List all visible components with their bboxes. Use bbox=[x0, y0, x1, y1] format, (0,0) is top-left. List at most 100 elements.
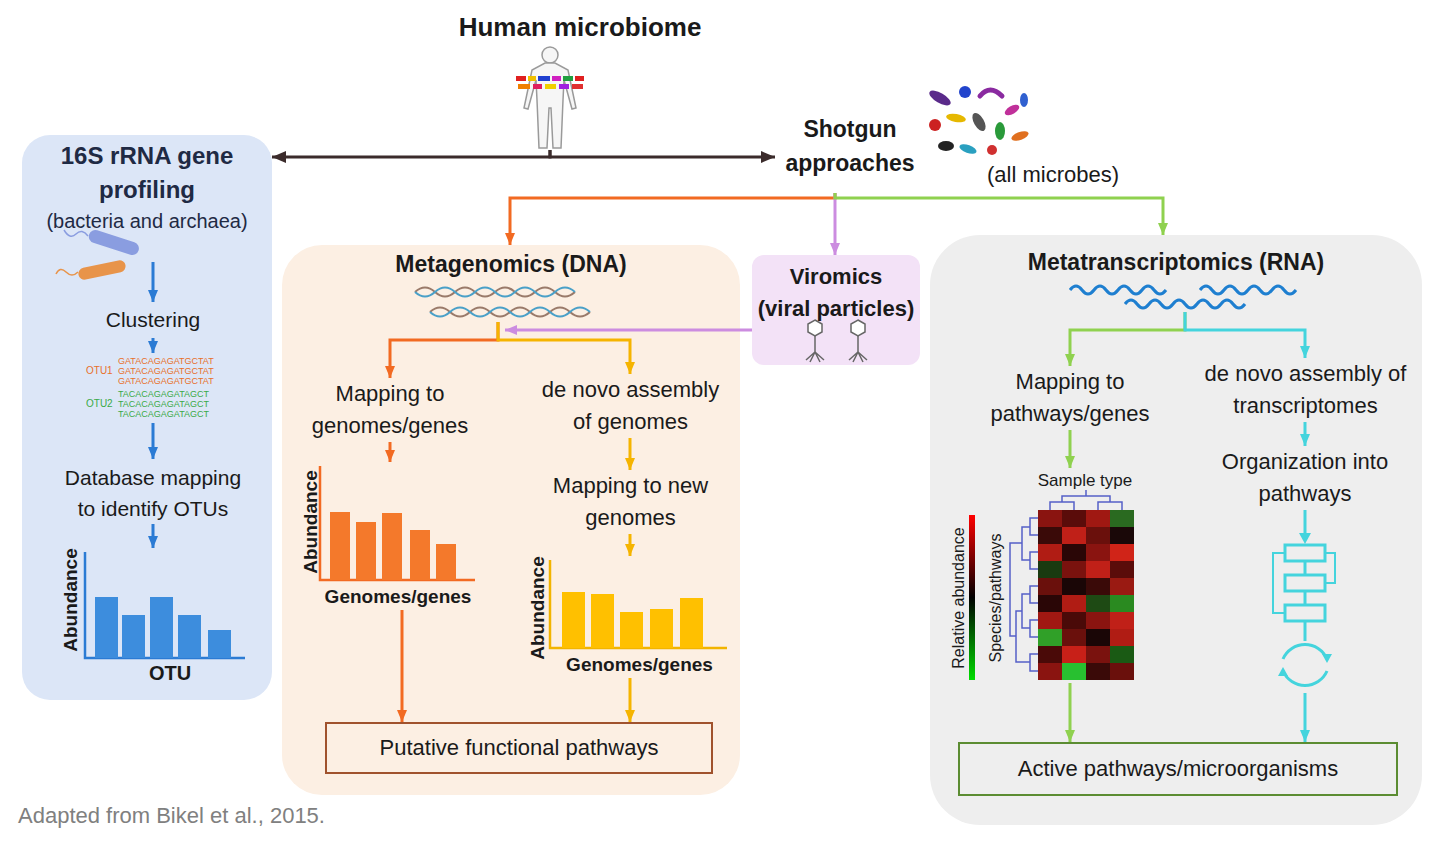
otu-label: OTU2 bbox=[86, 399, 113, 409]
dna-strand bbox=[430, 308, 590, 317]
microbe-band bbox=[538, 76, 550, 81]
node-text: Sample type bbox=[1020, 470, 1150, 492]
heat-cell bbox=[1062, 663, 1086, 680]
heat-cell bbox=[1110, 544, 1134, 561]
node-subtext: (viral particles) bbox=[752, 293, 920, 325]
flow-arrow bbox=[152, 338, 155, 353]
heat-cell bbox=[1062, 629, 1086, 646]
chart-bar bbox=[436, 544, 456, 580]
chart-bar bbox=[680, 598, 703, 648]
chart-bar bbox=[208, 630, 231, 658]
node-text: de novo assembly of transcriptomes bbox=[1198, 358, 1413, 422]
flow-connector bbox=[389, 442, 392, 462]
method-heading: Shotgun approaches(all microbes) bbox=[775, 110, 1160, 193]
title-node: Human microbiome bbox=[440, 8, 720, 150]
microbe bbox=[1003, 103, 1021, 118]
node-subtext: Genomes/genes bbox=[318, 584, 478, 609]
heat-cell bbox=[1062, 561, 1086, 578]
heat-cell bbox=[1110, 595, 1134, 612]
sequence-text: TACACAGAGATAGCT bbox=[118, 409, 209, 419]
microbe bbox=[927, 88, 953, 109]
node-text: de novo assembly of genomes bbox=[538, 374, 723, 438]
step-label: Mapping to pathways/genes bbox=[980, 366, 1160, 430]
flow-connector bbox=[152, 524, 155, 548]
heat-cell bbox=[1038, 544, 1062, 561]
heat-cell bbox=[1038, 527, 1062, 544]
heat-cell bbox=[1110, 629, 1134, 646]
sequence-text: GATACAGAGATGCTAT bbox=[118, 356, 214, 366]
flagellum bbox=[56, 269, 78, 275]
heat-cell bbox=[1110, 527, 1134, 544]
heat-cell bbox=[1062, 646, 1086, 663]
chart-axis bbox=[85, 552, 245, 658]
chart-bar bbox=[356, 522, 376, 580]
flow-connector bbox=[390, 322, 498, 378]
flow-connector bbox=[1070, 312, 1185, 366]
phage-head bbox=[851, 320, 865, 336]
flow-connector bbox=[1304, 510, 1307, 742]
heat-cell bbox=[1038, 561, 1062, 578]
heat-cell bbox=[1110, 612, 1134, 629]
microbe-band bbox=[563, 76, 573, 81]
sequence-text: GATACAGAGATGCTAT bbox=[118, 366, 214, 376]
microbe bbox=[959, 86, 971, 98]
step-label: Organization into pathways bbox=[1210, 446, 1400, 510]
flow-connector bbox=[834, 193, 837, 255]
flow-connector bbox=[510, 193, 835, 245]
chart-bar bbox=[562, 592, 585, 648]
rna-strand bbox=[1200, 286, 1296, 294]
pathway-step bbox=[1285, 605, 1325, 621]
chart-bar bbox=[150, 597, 173, 658]
bacterium-rod bbox=[77, 259, 126, 281]
sequence-text: TACACAGAGATAGCT bbox=[118, 389, 209, 399]
dna-strand bbox=[415, 288, 575, 297]
node-text: Putative functional pathways bbox=[380, 732, 659, 764]
flow-connector bbox=[629, 678, 632, 722]
flow-arrow bbox=[152, 423, 155, 459]
color-scale bbox=[969, 515, 975, 680]
step-label: Database mapping to identify OTUs bbox=[60, 462, 246, 524]
heat-cell bbox=[1110, 646, 1134, 663]
chart-bar bbox=[95, 597, 118, 658]
node-subtext: Species/pathways bbox=[985, 534, 1006, 663]
heat-cell bbox=[1086, 527, 1110, 544]
node-text: Shotgun approaches bbox=[775, 112, 925, 180]
heat-cell bbox=[1038, 595, 1062, 612]
phage-tail bbox=[857, 336, 859, 352]
node-text: Active pathways/microorganisms bbox=[1018, 753, 1338, 785]
flagellum bbox=[64, 230, 88, 236]
node-subtext: Genomes/genes bbox=[552, 652, 727, 677]
heat-cell bbox=[1110, 578, 1134, 595]
heat-cell bbox=[1062, 527, 1086, 544]
cycle-arc bbox=[1283, 645, 1327, 659]
node-subtext: (bacteria and archaea) bbox=[22, 207, 272, 235]
node-text: Metagenomics (DNA) bbox=[282, 249, 740, 279]
pathway-icon bbox=[1273, 533, 1335, 685]
microbe-band bbox=[528, 76, 536, 81]
microbe-band bbox=[572, 84, 583, 89]
flow-connector bbox=[1304, 422, 1307, 446]
microbes-illustration bbox=[927, 86, 1030, 156]
microbe bbox=[980, 90, 1002, 96]
microbe-band bbox=[559, 84, 569, 89]
heat-cell bbox=[1086, 544, 1110, 561]
heat-cell bbox=[1086, 646, 1110, 663]
step-label: Mapping to new genomes bbox=[548, 470, 713, 534]
human-figure bbox=[516, 47, 584, 148]
flow-connector bbox=[505, 329, 752, 332]
dendrogram bbox=[1050, 490, 1122, 510]
heat-cell bbox=[1110, 663, 1134, 680]
result-box: Active pathways/microorganisms bbox=[958, 742, 1398, 796]
microbe bbox=[987, 145, 997, 155]
heat-cell bbox=[1062, 612, 1086, 629]
node-text: Abundance bbox=[58, 548, 83, 651]
flow-connector bbox=[1069, 430, 1072, 468]
node-text: Viromics bbox=[752, 261, 920, 293]
caption: Adapted from Bikel et al., 2015. bbox=[18, 802, 325, 830]
flow-connector bbox=[550, 150, 775, 157]
pathway-step bbox=[1285, 545, 1325, 561]
flow-connector bbox=[498, 322, 630, 374]
flow-connector bbox=[1185, 312, 1305, 358]
phage-icon bbox=[806, 320, 867, 362]
